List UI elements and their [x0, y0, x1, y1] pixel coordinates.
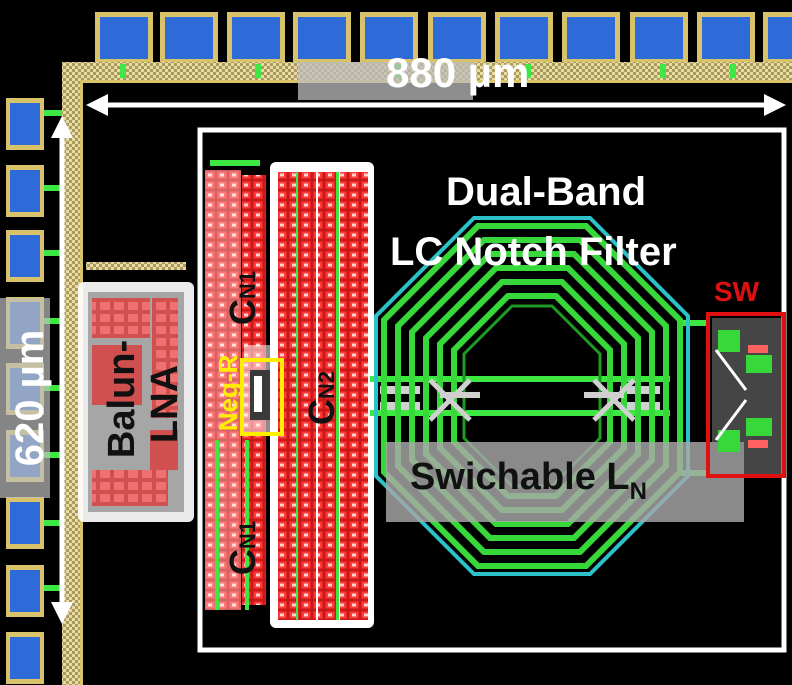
cap-cn2-sub: N2	[314, 370, 339, 400]
filter-title-line2: LC Notch Filter	[390, 230, 677, 274]
cap-cn1-top-label: CN1	[222, 253, 263, 343]
inductor-label-main: Swichable L	[410, 456, 630, 498]
neg-r-block	[240, 358, 284, 436]
cap-cn2-label: CN2	[301, 348, 342, 448]
balun-lna-line1: Balun-	[101, 339, 143, 459]
height-dimension-label: 620 µm	[8, 329, 52, 467]
cap-cn1-bottom-sub: N1	[235, 520, 260, 550]
width-dimension-label: 880 µm	[386, 49, 530, 96]
balun-lna-line2: LNA	[144, 364, 186, 444]
height-dimension-arrow	[51, 116, 73, 624]
height-label-band	[0, 298, 50, 498]
cap-cn1-top-sub: N1	[235, 270, 260, 300]
cap-cn1-top-main: C	[222, 299, 263, 326]
filter-title-line1: Dual-Band	[446, 170, 646, 214]
cap-cn1-bottom-label: CN1	[222, 503, 263, 593]
switch-block	[706, 312, 786, 478]
width-label-band	[298, 62, 473, 100]
balun-lna-block	[78, 282, 194, 522]
sw-outline	[706, 312, 786, 478]
top-pad-row	[95, 12, 792, 64]
width-dimension-arrow	[86, 94, 786, 116]
inductor-label-band	[386, 442, 744, 522]
cap-cn1-stack	[205, 160, 284, 610]
cap-cn1-bottom-main: C	[222, 549, 263, 576]
inductor-label-sub: N	[629, 478, 647, 505]
sw-label: SW	[714, 276, 760, 307]
neg-r-outline	[240, 358, 284, 436]
neg-r-label: Neg-R	[213, 354, 243, 432]
cap-cn2-block	[270, 162, 374, 628]
inductor-label: Swichable LN	[410, 456, 647, 504]
cap-cn2-main: C	[301, 399, 342, 426]
